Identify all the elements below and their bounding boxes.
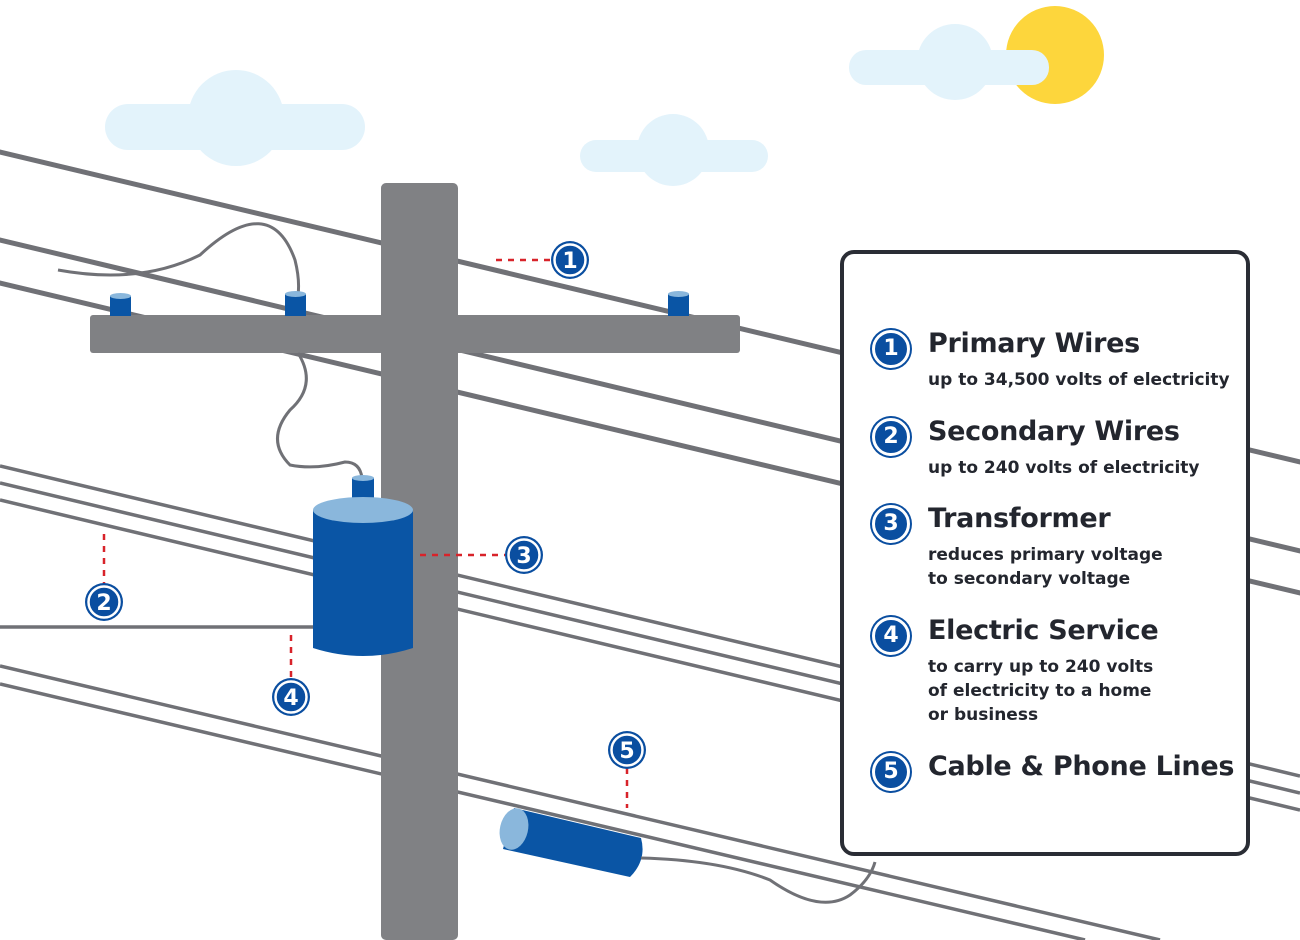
transformer bbox=[313, 475, 413, 656]
cloud-right bbox=[849, 24, 1049, 100]
marker-circle bbox=[272, 678, 310, 716]
marker-ring bbox=[274, 680, 308, 714]
marker-primary-wires: 1 bbox=[551, 241, 589, 279]
legend-desc-line: up to 34,500 volts of electricity bbox=[928, 370, 1230, 390]
legend-desc-electric-service: to carry up to 240 volts of electricity … bbox=[928, 655, 1248, 727]
legend-desc-line: to secondary voltage bbox=[928, 569, 1131, 589]
cloud-left bbox=[105, 70, 365, 166]
legend-title-cable-phone-lines: Cable & Phone Lines bbox=[928, 751, 1235, 782]
legend-title-transformer: Transformer bbox=[928, 503, 1111, 534]
legend-badge-4: 4 bbox=[872, 617, 910, 655]
marker-ring bbox=[610, 733, 644, 767]
legend-badge-2: 2 bbox=[872, 418, 910, 456]
legend-title-secondary-wires: Secondary Wires bbox=[928, 416, 1180, 447]
marker-ring bbox=[507, 538, 541, 572]
marker-number: 5 bbox=[619, 739, 634, 764]
numbered-markers: 1 2 3 4 5 bbox=[85, 241, 646, 769]
marker-circle bbox=[608, 731, 646, 769]
legend-desc-line: reduces primary voltage bbox=[928, 545, 1163, 565]
marker-number: 3 bbox=[516, 544, 531, 569]
sky bbox=[105, 6, 1104, 186]
marker-ring bbox=[87, 585, 121, 619]
legend-title-electric-service: Electric Service bbox=[928, 615, 1159, 646]
legend-badge-3: 3 bbox=[872, 505, 910, 543]
marker-electric-service: 4 bbox=[272, 678, 310, 716]
utility-pole bbox=[381, 183, 458, 940]
marker-number: 2 bbox=[96, 591, 111, 616]
transformer-lead-wire bbox=[276, 352, 364, 479]
cable-phone-wires bbox=[0, 664, 1161, 940]
insulator bbox=[668, 291, 689, 316]
marker-ring bbox=[553, 243, 587, 277]
marker-circle bbox=[551, 241, 589, 279]
marker-secondary-wires: 2 bbox=[85, 583, 123, 621]
marker-cable-phone-lines: 5 bbox=[608, 731, 646, 769]
legend-title-primary-wires: Primary Wires bbox=[928, 328, 1140, 359]
legend-desc-secondary-wires: up to 240 volts of electricity bbox=[928, 456, 1248, 480]
insulator bbox=[110, 293, 131, 316]
legend-desc-line: or business bbox=[928, 705, 1039, 725]
cable-splice-enclosure bbox=[499, 808, 643, 877]
primary-wire-jumper bbox=[57, 222, 301, 296]
leader-lines bbox=[102, 258, 629, 808]
legend-badge-1: 1 bbox=[872, 330, 910, 368]
cloud-middle bbox=[580, 114, 768, 186]
legend-desc-primary-wires: up to 34,500 volts of electricity bbox=[928, 368, 1248, 392]
insulator bbox=[285, 291, 306, 316]
marker-number: 1 bbox=[562, 249, 577, 274]
marker-circle bbox=[85, 583, 123, 621]
marker-number: 4 bbox=[283, 686, 298, 711]
marker-transformer: 3 bbox=[505, 536, 543, 574]
legend-desc-line: to carry up to 240 volts bbox=[928, 657, 1154, 677]
marker-circle bbox=[505, 536, 543, 574]
legend-panel: 1 Primary Wires up to 34,500 volts of el… bbox=[840, 250, 1250, 856]
legend-desc-line: up to 240 volts of electricity bbox=[928, 458, 1200, 478]
cable-drop-wire bbox=[640, 856, 877, 904]
legend-desc-transformer: reduces primary voltage to secondary vol… bbox=[928, 543, 1248, 591]
legend-desc-line: of electricity to a home bbox=[928, 681, 1152, 701]
legend-badge-5: 5 bbox=[872, 753, 910, 791]
cross-arm bbox=[90, 315, 740, 353]
insulators bbox=[110, 291, 689, 316]
